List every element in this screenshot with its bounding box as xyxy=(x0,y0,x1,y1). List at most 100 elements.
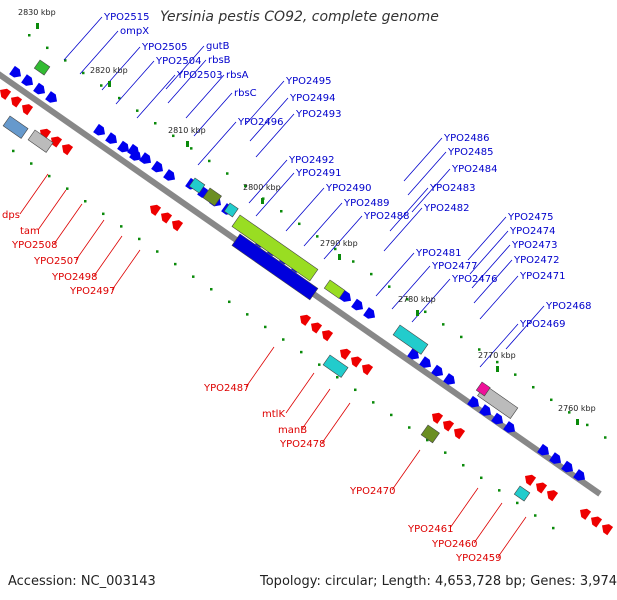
forward-gene-arrow xyxy=(339,290,352,302)
cds-block xyxy=(202,187,222,207)
cds-block xyxy=(323,279,346,299)
scale-dot xyxy=(190,147,193,150)
forward-gene-arrow xyxy=(363,307,376,319)
scale-dot xyxy=(334,247,337,251)
scale-dot xyxy=(568,411,571,414)
forward-gene-label: YPO2484 xyxy=(451,164,497,175)
forward-gene-label: YPO2474 xyxy=(509,226,555,237)
cds-block xyxy=(392,324,429,355)
scale-dot xyxy=(264,325,267,329)
forward-gene-arrow xyxy=(561,460,574,473)
forward-gene-label: YPO2491 xyxy=(295,168,341,179)
reverse-gene-arrow xyxy=(51,136,63,148)
leader-line xyxy=(248,159,288,204)
scale-dot xyxy=(550,398,553,402)
forward-gene-arrow xyxy=(93,123,106,136)
forward-gene-arrow xyxy=(431,364,444,377)
forward-gene-arrow xyxy=(163,169,176,181)
forward-gene-arrow xyxy=(9,65,22,78)
reverse-gene-label: YPO2508 xyxy=(11,240,57,251)
reverse-gene-labels: dpstamYPO2508YPO2507YPO2498YPO2497YPO248… xyxy=(2,210,501,564)
kbp-tick-mark xyxy=(496,366,499,372)
leader-line xyxy=(93,235,123,277)
reverse-gene-arrow xyxy=(362,364,374,376)
kbp-tick-mark xyxy=(186,141,189,147)
scale-dot xyxy=(48,174,51,178)
scale-dot xyxy=(372,401,375,404)
scale-dot xyxy=(210,287,213,291)
reverse-gene-label: YPO2478 xyxy=(279,439,325,450)
forward-gene-label: YPO2471 xyxy=(519,271,565,282)
scale-dot xyxy=(478,348,481,351)
leader-line xyxy=(505,305,545,350)
reverse-gene-label: YPO2487 xyxy=(203,383,249,394)
cds-block xyxy=(322,354,349,378)
leader-line xyxy=(285,187,325,232)
leader-line xyxy=(136,74,176,119)
map-title: Yersinia pestis CO92, complete genome xyxy=(160,9,439,25)
scale-dot xyxy=(406,297,409,301)
scale-dot xyxy=(246,313,249,316)
kbp-tick-mark xyxy=(576,419,579,425)
forward-gene-arrow xyxy=(351,298,364,311)
scale-dot xyxy=(46,46,49,50)
leader-line xyxy=(389,187,429,232)
kbp-tick-label: 2780 kbp xyxy=(398,295,436,304)
reverse-gene-arrow xyxy=(150,204,162,216)
scale-dot xyxy=(516,501,519,505)
scale-dot xyxy=(552,526,555,530)
leader-line xyxy=(249,97,289,142)
forward-gene-arrow xyxy=(127,143,140,156)
scale-dot xyxy=(64,59,67,62)
scale-dot xyxy=(154,121,157,125)
reverse-gene-arrow xyxy=(340,348,352,360)
scale-dot xyxy=(442,323,445,326)
reverse-gene-label: YPO2461 xyxy=(407,524,453,535)
reverse-gene-arrow xyxy=(547,490,559,502)
kbp-tick-mark xyxy=(36,23,39,29)
kbp-tick-mark xyxy=(261,198,264,204)
forward-gene-label: YPO2515 xyxy=(103,12,149,23)
scale-dot xyxy=(514,373,517,376)
forward-gene-label: YPO2483 xyxy=(429,183,475,194)
scale-dot xyxy=(84,199,87,203)
scale-dot xyxy=(192,275,195,278)
leader-line xyxy=(167,59,207,104)
cds-block xyxy=(27,129,54,153)
leader-line xyxy=(479,275,519,320)
kbp-tick-label: 2770 kbp xyxy=(478,351,516,360)
leader-line xyxy=(19,173,49,215)
forward-gene-label: YPO2476 xyxy=(451,274,497,285)
reverse-gene-label: YPO2507 xyxy=(33,256,79,267)
forward-gene-label: YPO2504 xyxy=(155,56,201,67)
scale-dot xyxy=(388,285,391,288)
scale-dot xyxy=(586,423,589,427)
accession-text: Accession: NC_003143 xyxy=(8,574,156,589)
reverse-gene-arrow xyxy=(351,356,363,368)
cds-block xyxy=(33,59,51,76)
scale-dot xyxy=(480,476,483,480)
forward-gene-label: rbsA xyxy=(226,70,249,81)
cds-block xyxy=(513,485,531,502)
forward-gene-label: YPO2489 xyxy=(343,198,389,209)
leader-line xyxy=(255,172,295,217)
scale-dot xyxy=(300,350,303,354)
forward-gene-arrow xyxy=(45,91,58,103)
scale-dot xyxy=(228,300,231,304)
scale-dot xyxy=(118,96,121,100)
leader-line xyxy=(115,60,155,105)
kbp-tick-mark xyxy=(338,254,341,260)
cds-block xyxy=(475,381,491,397)
forward-gene-arrow xyxy=(21,74,34,86)
reverse-gene-arrow xyxy=(11,96,23,108)
forward-gene-label: YPO2482 xyxy=(423,203,469,214)
label-leader-lines xyxy=(19,16,545,558)
leader-line xyxy=(469,230,509,275)
reverse-gene-arrow xyxy=(454,428,466,440)
leader-line xyxy=(185,74,225,119)
scale-dot xyxy=(282,338,285,341)
forward-gene-arrow xyxy=(573,469,586,481)
leader-line xyxy=(403,137,443,182)
scale-dot xyxy=(82,71,85,75)
